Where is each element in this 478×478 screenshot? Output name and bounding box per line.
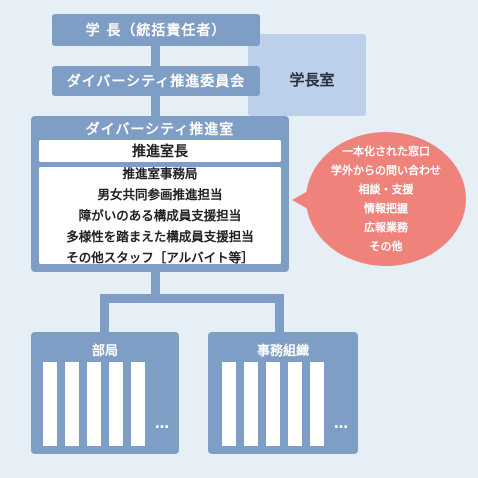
- department-title: 事務組織: [256, 344, 309, 359]
- bubble-line: 広報業務: [364, 221, 408, 234]
- unit-bar: [266, 362, 280, 446]
- bubble-line: その他: [369, 240, 403, 253]
- president-box: 学 長（統括責任者）: [52, 14, 260, 46]
- connector-right-drop: [275, 294, 284, 332]
- unit-bar: [288, 362, 302, 446]
- staff-item: 多様性を踏まえた構成員支援担当: [66, 229, 254, 244]
- unit-bar: [310, 362, 324, 446]
- promotion-office-title: ダイバーシティ推進室: [85, 122, 235, 138]
- connector-president-committee: [151, 46, 160, 66]
- president-office-area: 学長室: [248, 34, 366, 116]
- unit-bar: [131, 362, 145, 446]
- bubble-line: 学外からの問い合わせ: [331, 164, 441, 177]
- contact-bubble: 一本化された窓口 学外からの問い合わせ 相談・支援 情報把握 広報業務 その他: [306, 132, 466, 266]
- department-box-faculties: 部局 …: [31, 332, 179, 454]
- staff-list: 推進室事務局 男女共同参画推進担当 障がいのある構成員支援担当 多様性を踏まえた…: [39, 166, 281, 265]
- office-head-box: 推進室長: [39, 140, 281, 162]
- connector-left-drop: [100, 294, 109, 332]
- staff-item: 障がいのある構成員支援担当: [78, 208, 242, 223]
- bubble-line: 一本化された窓口: [342, 145, 430, 158]
- department-box-admin: 事務組織 …: [208, 332, 358, 454]
- more-ellipsis: …: [155, 416, 169, 432]
- office-head-label: 推進室長: [132, 144, 188, 160]
- unit-bar: [87, 362, 101, 446]
- unit-bar: [222, 362, 236, 446]
- staff-item: その他スタッフ［アルバイト等］: [66, 250, 254, 265]
- unit-bar: [244, 362, 258, 446]
- president-label: 学 長（統括責任者）: [85, 23, 227, 39]
- staff-item: 男女共同参画推進担当: [97, 187, 223, 202]
- unit-bar: [43, 362, 57, 446]
- connector-office-stem: [151, 272, 160, 298]
- president-office-label: 学長室: [289, 70, 335, 89]
- department-title: 部局: [91, 344, 118, 359]
- staff-item: 推進室事務局: [122, 166, 198, 181]
- unit-bar: [109, 362, 123, 446]
- connector-horizontal: [100, 294, 284, 303]
- connector-committee-office: [151, 96, 160, 116]
- unit-bar: [65, 362, 79, 446]
- promotion-office-box: ダイバーシティ推進室 推進室長 推進室事務局 男女共同参画推進担当 障がいのある…: [31, 116, 289, 272]
- committee-box: ダイバーシティ推進委員会: [52, 66, 260, 96]
- more-ellipsis: …: [334, 416, 348, 432]
- committee-label: ダイバーシティ推進委員会: [66, 74, 246, 90]
- bubble-line: 相談・支援: [358, 183, 414, 196]
- bubble-line: 情報把握: [364, 202, 408, 215]
